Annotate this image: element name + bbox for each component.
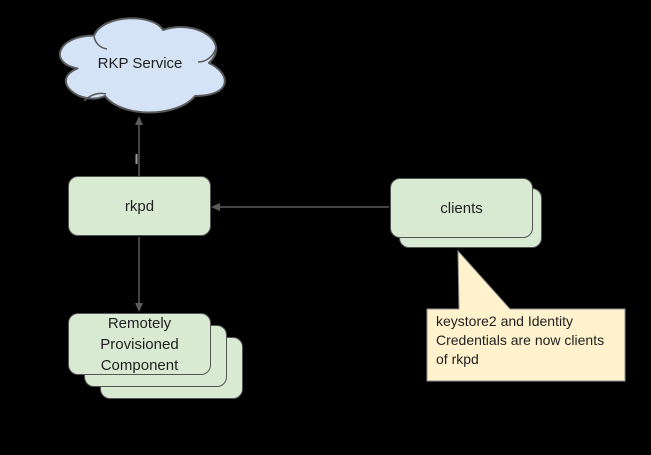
node-rkp-service: RKP Service <box>48 8 232 118</box>
node-rpc-label: Remotely Provisioned Component <box>100 314 179 374</box>
callout-note-text: keystore2 and Identity Credentials are n… <box>436 313 605 367</box>
arrowhead-left-icon <box>211 203 220 211</box>
connector-clients-to-rkpd <box>211 203 389 211</box>
cloud-curl-bottom-left <box>83 92 107 102</box>
node-clients-label: clients <box>440 199 483 217</box>
node-rkp-service-label: RKP Service <box>97 54 183 72</box>
cloud-curl-right <box>197 47 217 63</box>
callout-note: keystore2 and Identity Credentials are n… <box>436 312 608 369</box>
connector-rkpd-to-rkp-service <box>135 116 143 176</box>
cloud-curl-top-left <box>93 35 108 50</box>
arrowhead-up-icon <box>135 116 143 125</box>
node-rkpd: rkpd <box>68 176 211 236</box>
node-remotely-provisioned-component: Remotely Provisioned Component <box>68 313 211 375</box>
arrowhead-down-icon <box>135 303 143 312</box>
callout-bubble <box>426 249 626 382</box>
cloud-shape <box>58 17 226 114</box>
node-rkpd-label: rkpd <box>124 197 155 215</box>
node-clients: clients <box>390 178 533 238</box>
connector-rkpd-to-rpc <box>135 237 143 312</box>
